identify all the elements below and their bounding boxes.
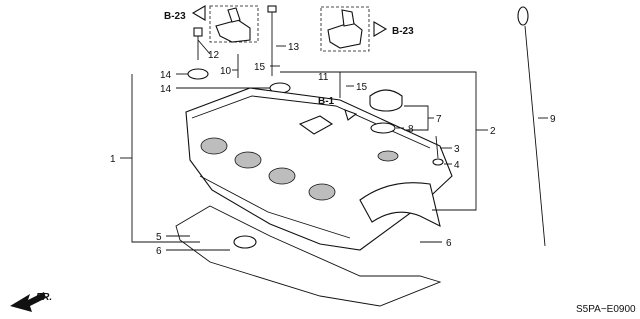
diagram-code: S5PA−E0900 — [576, 304, 636, 315]
callout-3: 3 — [454, 144, 460, 155]
callout-12: 12 — [208, 50, 220, 61]
plug-well-4 — [308, 183, 336, 201]
oil-cap-top — [369, 89, 403, 104]
ref-b23-right: B-23 — [392, 26, 414, 37]
grommet-14-left — [187, 68, 209, 80]
callout-5: 5 — [156, 232, 162, 243]
stud-13-head — [267, 5, 277, 13]
head-cover — [185, 87, 453, 251]
callout-6-right: 6 — [446, 238, 452, 249]
b23-left-arrow — [191, 5, 206, 21]
front-direction-label: FR. — [36, 292, 52, 303]
dipstick-handle — [517, 6, 529, 26]
leader-12 — [197, 39, 211, 55]
oil-filler-hole — [377, 150, 399, 162]
plug-well-3 — [268, 167, 296, 185]
head-cover-flange — [199, 175, 351, 239]
ref-b23-left: B-23 — [164, 11, 186, 22]
washer-4 — [432, 158, 444, 166]
bracket-left — [215, 19, 251, 43]
plug-well-1 — [200, 137, 228, 155]
plug-seal — [233, 235, 257, 249]
bracket-right-box — [320, 6, 370, 52]
breather — [298, 115, 334, 135]
b23-right-arrow — [373, 21, 388, 37]
dipstick-rod — [524, 25, 546, 247]
side-shroud — [359, 182, 441, 228]
callout-14-upper: 14 — [160, 70, 172, 81]
ref-b1: B-1 — [318, 96, 335, 107]
callout-13: 13 — [288, 42, 300, 53]
leader-2-bracket — [280, 71, 477, 211]
callout-6-left: 6 — [156, 246, 162, 257]
callout-15-right: 15 — [356, 82, 368, 93]
bolt-3 — [435, 135, 439, 159]
callout-8: 8 — [408, 124, 414, 135]
bracket-right-tab — [341, 9, 355, 27]
callout-11: 11 — [318, 72, 329, 83]
callout-1: 1 — [110, 154, 116, 165]
oil-cap-seal — [370, 122, 396, 134]
gasket — [175, 205, 442, 307]
callout-14-lower: 14 — [160, 84, 172, 95]
bracket-left-tab — [227, 7, 241, 23]
callout-2: 2 — [490, 126, 496, 137]
front-direction-arrow — [10, 292, 46, 312]
leader-1-bracket — [131, 74, 200, 243]
callout-15-left: 15 — [254, 62, 266, 73]
callout-10: 10 — [220, 66, 232, 77]
callout-4: 4 — [454, 160, 460, 171]
plug-well-2 — [234, 151, 262, 169]
callout-9: 9 — [550, 114, 556, 125]
callout-7: 7 — [436, 114, 442, 125]
b1-arrow — [344, 109, 358, 121]
bolt-12-head — [193, 27, 203, 37]
